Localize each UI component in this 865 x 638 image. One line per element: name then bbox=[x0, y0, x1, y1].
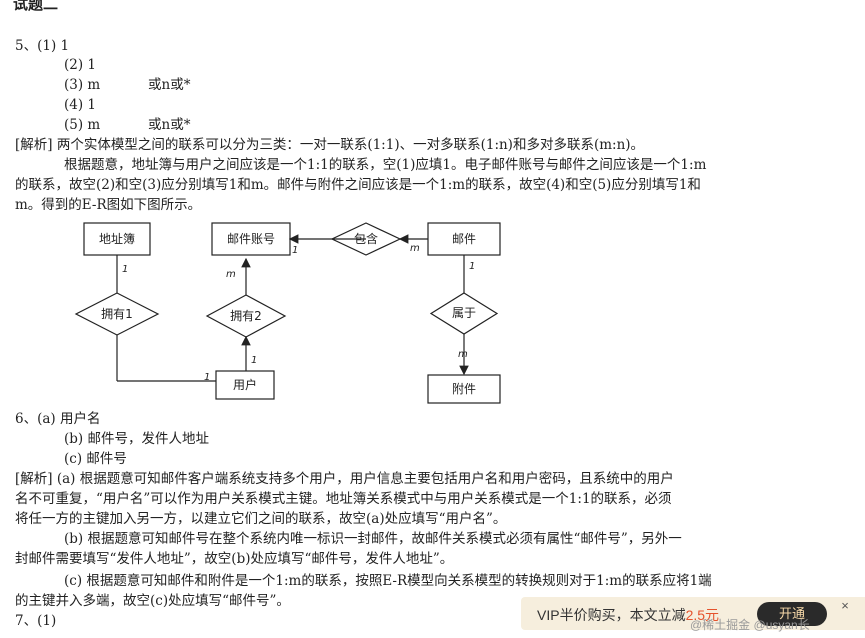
section-heading: 试题二 bbox=[13, 0, 59, 13]
analysis5-line4: m。得到的E-R图如下图所示。 bbox=[15, 197, 202, 213]
label-belong: 属于 bbox=[452, 306, 476, 320]
analysis6-line5: 封邮件需要填写“发件人地址”，故空(b)处应填写“邮件号，发件人地址”。 bbox=[15, 551, 454, 567]
relationship-own1 bbox=[74, 292, 160, 336]
q6-answer-c: (c) 邮件号 bbox=[64, 451, 127, 467]
analysis6-line3: 将任一方的主键加入另一方，以建立它们之间的联系，故空(a)处应填写“用户名”。 bbox=[15, 511, 507, 527]
q5-answer-3-alt: 或n或* bbox=[148, 77, 191, 93]
card-user-own2: 1 bbox=[251, 355, 257, 366]
card-addressbook: 1 bbox=[122, 264, 128, 275]
card-mailaccount-contain: 1 bbox=[292, 245, 298, 256]
relationship-belong bbox=[429, 292, 499, 335]
q5-answer-5-alt: 或n或* bbox=[148, 117, 191, 133]
label-addressbook: 地址簿 bbox=[99, 231, 135, 246]
label-attachment: 附件 bbox=[452, 382, 476, 396]
card-user-own1: 1 bbox=[204, 372, 210, 383]
q5-answer-5: (5) m bbox=[64, 117, 101, 133]
analysis5-line3: 的联系，故空(2)和空(3)应分别填写1和m。邮件与附件之间应该是一个1:m的联… bbox=[15, 177, 701, 193]
analysis6-line6: (c) 根据题意可知邮件和附件是一个1:m的联系，按照E-R模型向关系模型的转换… bbox=[64, 573, 712, 589]
relationship-contain bbox=[330, 222, 402, 256]
watermark: @稀土掘金 @usyan长 bbox=[690, 618, 810, 632]
q5-answer-2: (2) 1 bbox=[64, 57, 97, 73]
card-belong-attachment: m bbox=[458, 349, 468, 360]
vip-promo-bar[interactable]: VIP半价购买，本文立减2.5元 开通 × bbox=[521, 597, 865, 630]
label-contain: 包含 bbox=[354, 231, 378, 246]
q5-answer-3: (3) m bbox=[64, 77, 101, 93]
label-own1: 拥有1 bbox=[101, 307, 133, 321]
entity-attachment bbox=[427, 374, 501, 404]
label-mailaccount: 邮件账号 bbox=[227, 232, 275, 246]
entity-mail bbox=[427, 222, 501, 256]
analysis6-line1: [解析] (a) 根据题意可知邮件客户端系统支持多个用户，用户信息主要包括用户名… bbox=[15, 471, 674, 487]
card-mail-contain: m bbox=[410, 243, 420, 254]
q7-answer-1: 7、(1) bbox=[15, 613, 57, 629]
label-user: 用户 bbox=[233, 377, 257, 392]
card-mail-belong: 1 bbox=[469, 261, 475, 272]
label-own2: 拥有2 bbox=[230, 309, 262, 323]
analysis5-line2: 根据题意，地址簿与用户之间应该是一个1:1的联系，空(1)应填1。电子邮件账号与… bbox=[64, 157, 707, 173]
entity-addressbook bbox=[83, 222, 151, 256]
card-own2-mailaccount: m bbox=[226, 269, 236, 280]
relationship-own2 bbox=[205, 294, 287, 338]
entity-user bbox=[215, 370, 275, 400]
q6-answer-a: 6、(a) 用户名 bbox=[15, 411, 101, 427]
vip-discount-amount: 2.5元 bbox=[685, 607, 720, 623]
analysis6-line2: 名不可重复，“用户名”可以作为用户关系模式主键。地址簿关系模式中与用户关系模式是… bbox=[15, 491, 672, 507]
q5-answer-4: (4) 1 bbox=[64, 97, 97, 113]
vip-promo-text: VIP半价购买，本文立减2.5元 bbox=[537, 607, 720, 623]
q5-answer-1: 5、(1) 1 bbox=[15, 38, 70, 54]
entity-mailaccount bbox=[211, 222, 291, 256]
close-icon[interactable]: × bbox=[841, 598, 849, 613]
label-mail: 邮件 bbox=[452, 232, 476, 246]
analysis6-line4: (b) 根据题意可知邮件号在整个系统内唯一标识一封邮件，故邮件关系模式必须有属性… bbox=[64, 531, 682, 547]
analysis5-line1: [解析] 两个实体模型之间的联系可以分为三类：一对一联系(1:1)、一对多联系(… bbox=[15, 137, 645, 153]
analysis6-line7: 的主键并入多端，故空(c)处应填写“邮件号”。 bbox=[15, 593, 290, 609]
er-diagram: 地址簿 邮件账号 邮件 用户 附件 拥有1 拥有2 包含 属于 1 1 1 m … bbox=[74, 222, 501, 404]
q6-answer-b: (b) 邮件号，发件人地址 bbox=[64, 431, 209, 447]
vip-activate-button[interactable]: 开通 bbox=[757, 602, 827, 626]
